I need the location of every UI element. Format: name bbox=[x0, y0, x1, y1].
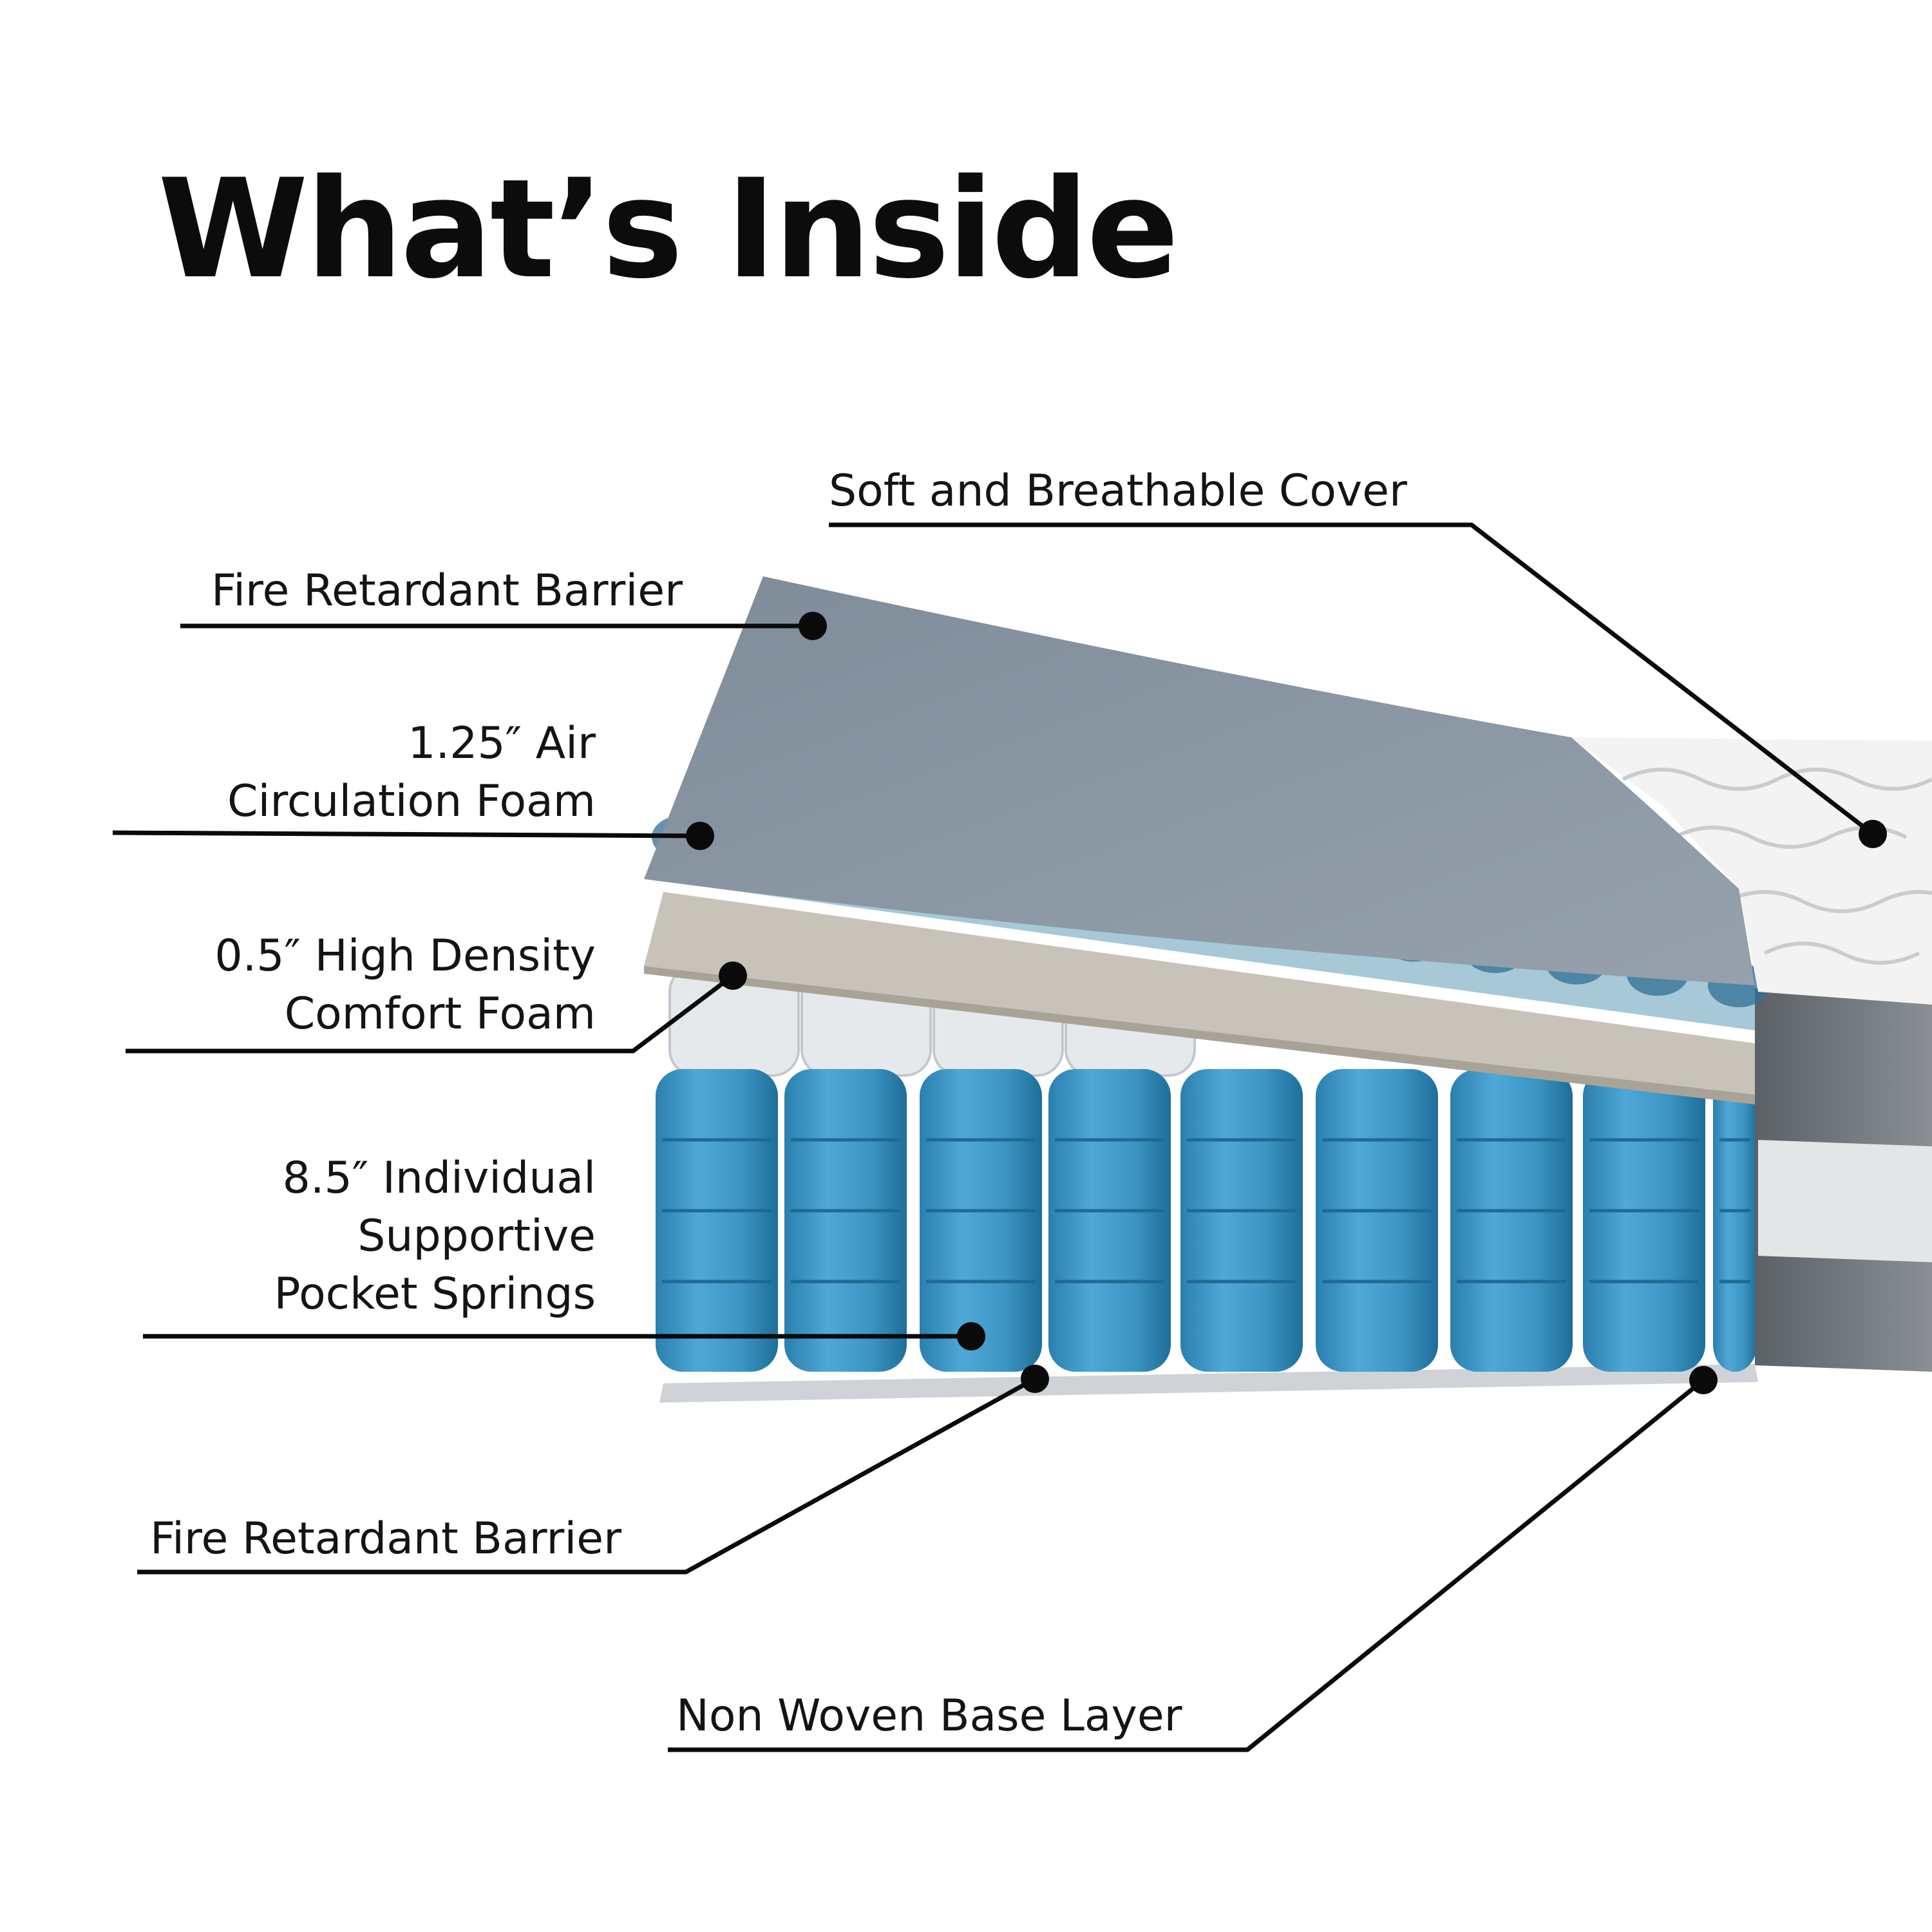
label-springs-line-3: Pocket Springs bbox=[274, 1269, 596, 1320]
spring-pocket bbox=[1450, 1069, 1573, 1372]
spring-pocket bbox=[1713, 1069, 1757, 1372]
page-title: What’s Inside bbox=[158, 149, 1179, 308]
cover-pattern bbox=[1622, 768, 1932, 965]
pocket-springs bbox=[656, 1069, 1757, 1372]
label-air-foam-line-1: 1.25″ Air bbox=[408, 718, 596, 769]
label-fire-top: Fire Retardant Barrier bbox=[211, 565, 683, 616]
label-springs: 8.5″ Individual Supportive Pocket Spring… bbox=[274, 1150, 596, 1323]
top-barrier-sheet bbox=[644, 576, 1755, 985]
label-comfort-foam-line-1: 0.5″ High Density bbox=[214, 931, 596, 981]
comfort-foam-layer bbox=[644, 892, 1755, 1095]
leader-cover bbox=[829, 522, 1875, 836]
leader-base bbox=[668, 1378, 1705, 1752]
label-springs-line-1: 8.5″ Individual bbox=[282, 1153, 596, 1204]
label-air-foam-line-2: Circulation Foam bbox=[227, 776, 596, 827]
leader-air-foam bbox=[112, 830, 701, 838]
base-layer-sheet bbox=[659, 1364, 1758, 1403]
label-cover: Soft and Breathable Cover bbox=[829, 466, 1408, 516]
leader-comfort-foam bbox=[126, 974, 735, 1054]
spring-pocket bbox=[1180, 1069, 1303, 1372]
leader-dots bbox=[686, 612, 1887, 1394]
quilted-cover bbox=[1571, 737, 1932, 1005]
spring-pocket bbox=[1583, 1069, 1705, 1372]
spring-pocket bbox=[920, 1069, 1042, 1372]
label-base: Non Woven Base Layer bbox=[676, 1690, 1182, 1741]
label-air-foam: 1.25″ Air Circulation Foam bbox=[227, 715, 596, 831]
label-comfort-foam-line-2: Comfort Foam bbox=[284, 989, 596, 1039]
leader-fire-bottom bbox=[137, 1376, 1036, 1575]
spring-pocket bbox=[1048, 1069, 1171, 1372]
spring-pocket bbox=[656, 1069, 778, 1372]
leader-lines bbox=[112, 522, 1875, 1752]
spring-pocket bbox=[1316, 1069, 1438, 1372]
spring-pocket bbox=[784, 1069, 907, 1372]
label-fire-bottom: Fire Retardant Barrier bbox=[150, 1513, 622, 1564]
label-comfort-foam: 0.5″ High Density Comfort Foam bbox=[214, 927, 596, 1043]
label-springs-line-2: Supportive bbox=[357, 1211, 596, 1262]
mattress-side-stripe bbox=[1758, 1140, 1932, 1262]
